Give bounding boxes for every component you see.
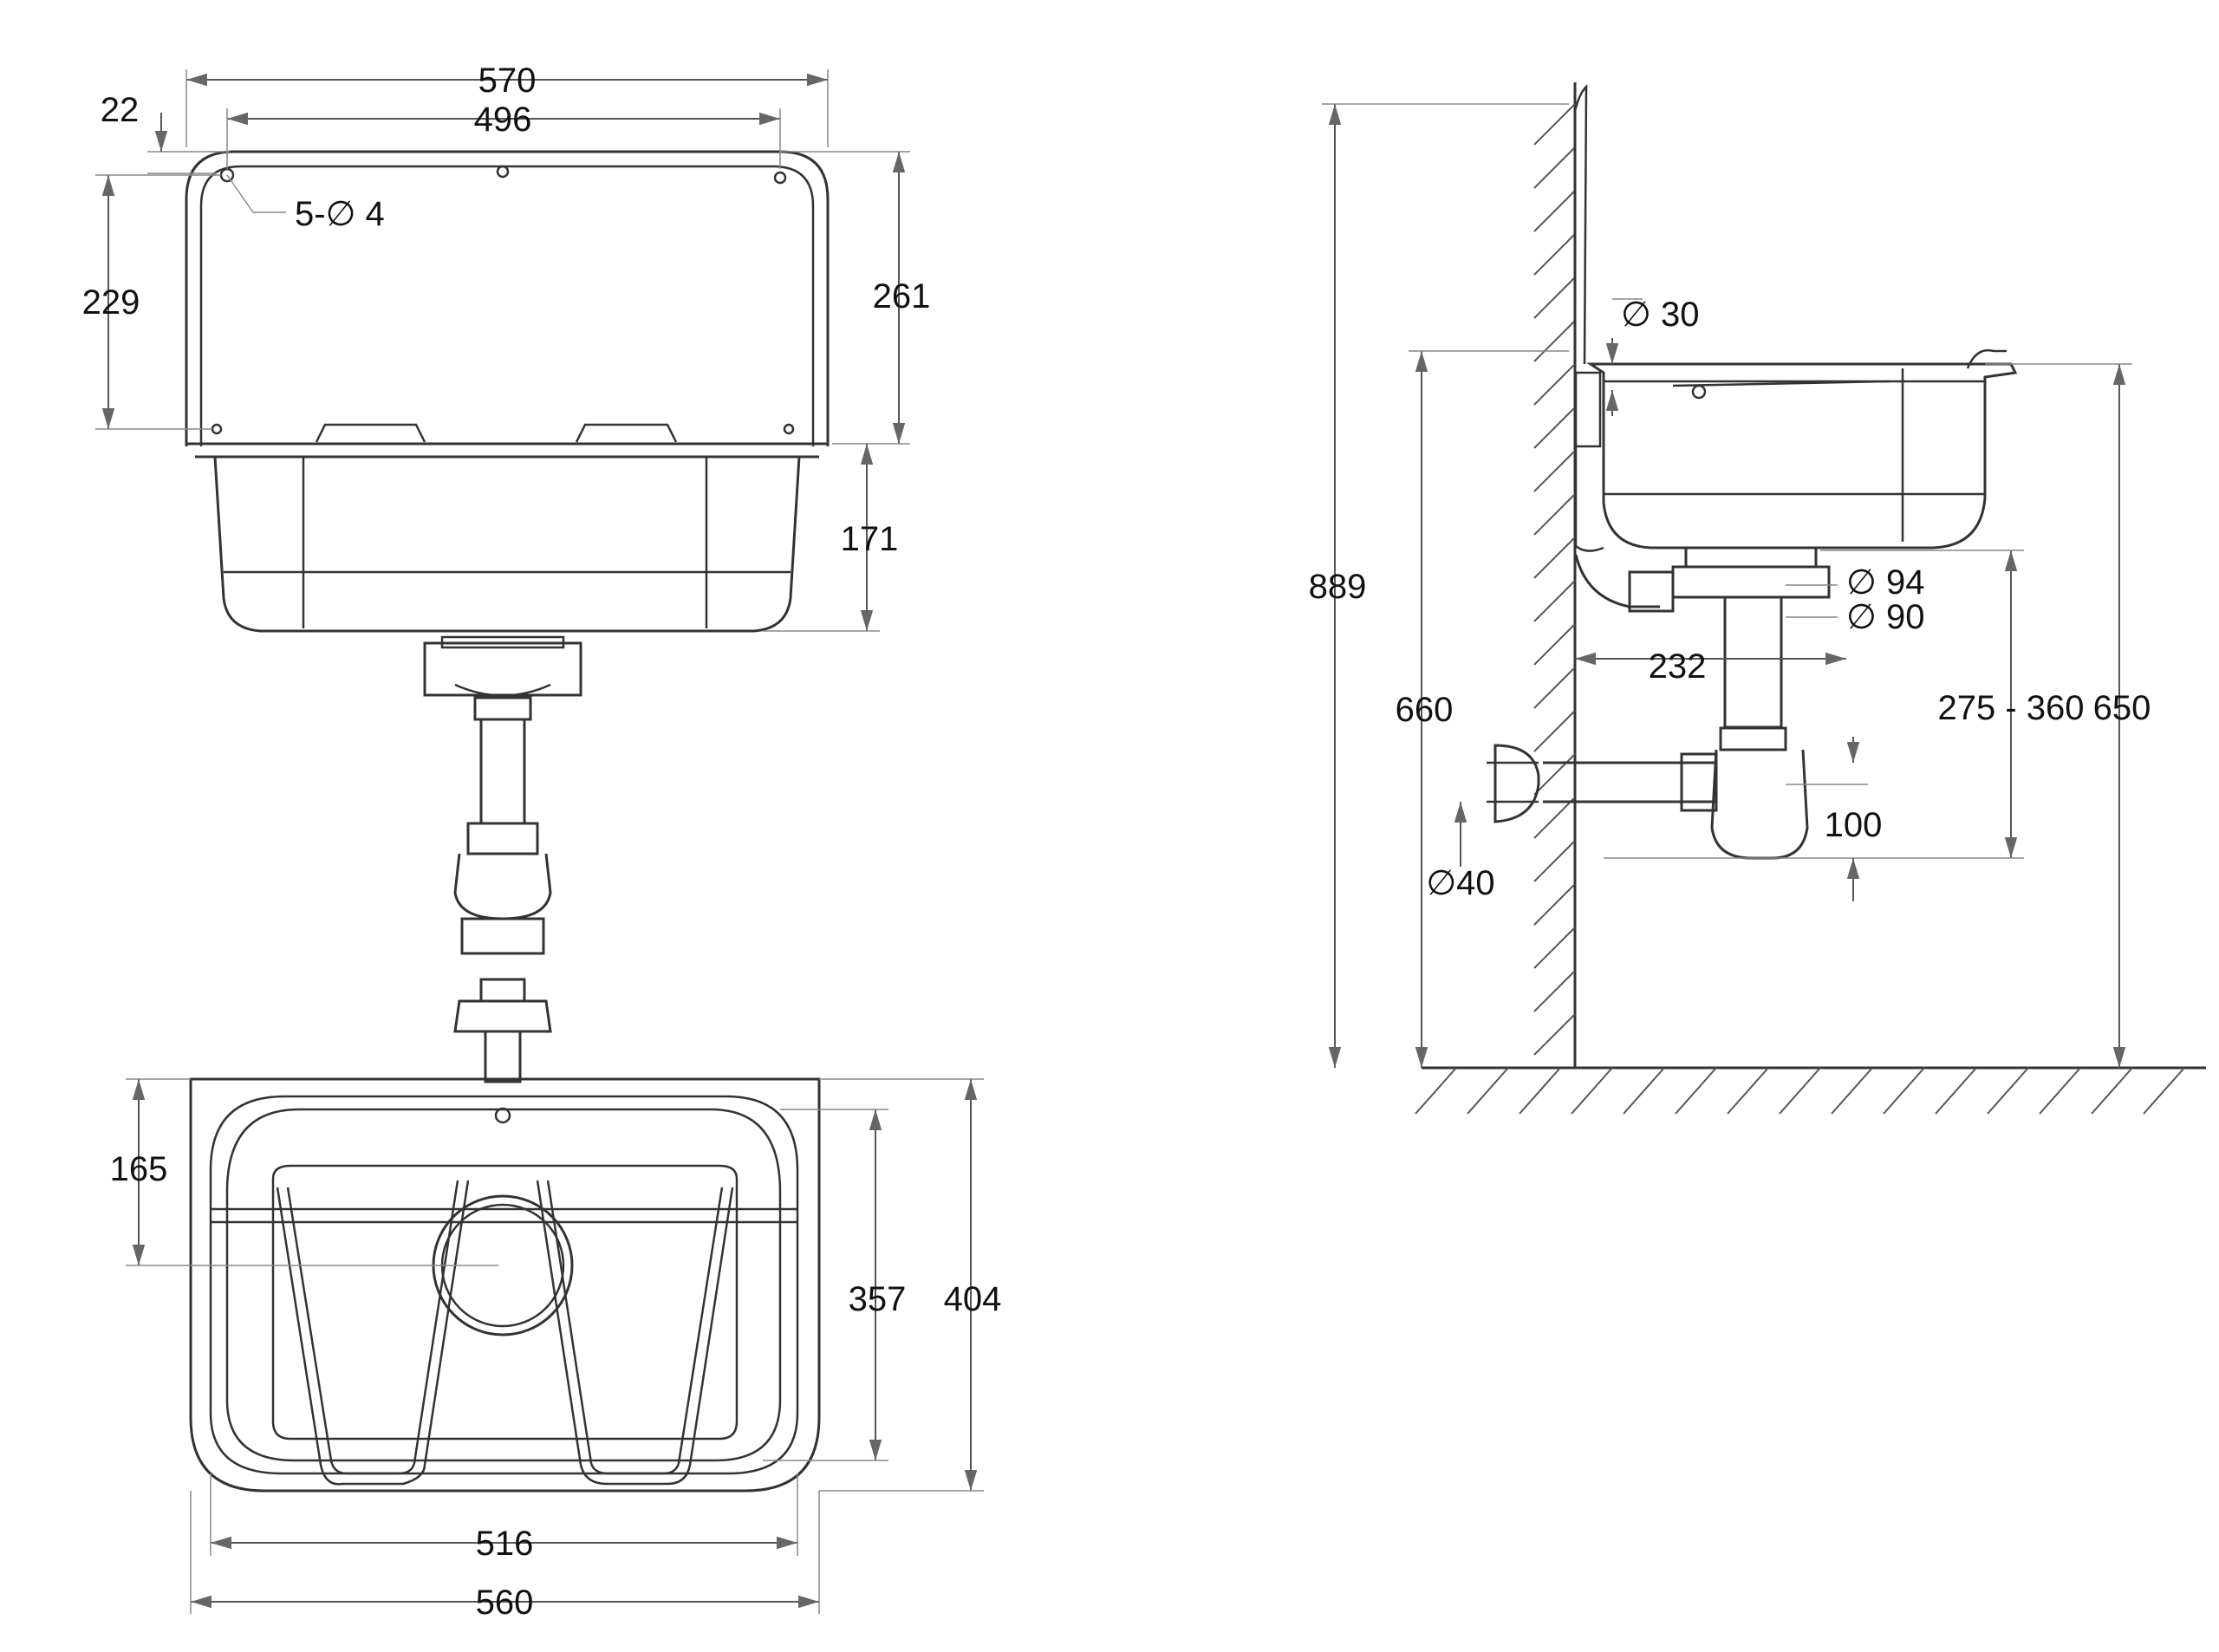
dim-275-360: 275 - 360 bbox=[1937, 689, 2084, 727]
dim-100: 100 bbox=[1825, 806, 1883, 844]
front-view: 570 496 22 5-∅ 4 229 261 171 bbox=[82, 62, 931, 1083]
side-view: 889 ∅ 30 660 ∅ 94 ∅ 90 232 275 - 360 650… bbox=[1309, 82, 2206, 1115]
dim-496: 496 bbox=[474, 101, 532, 139]
dim-560: 560 bbox=[476, 1584, 534, 1622]
dim-dia-90: ∅ 90 bbox=[1846, 598, 1924, 636]
dim-357: 357 bbox=[849, 1280, 907, 1318]
dim-516: 516 bbox=[476, 1525, 534, 1563]
dim-5-dia-4: 5-∅ 4 bbox=[295, 195, 385, 233]
dim-650: 650 bbox=[2093, 689, 2151, 727]
dim-171: 171 bbox=[841, 520, 899, 558]
dim-dia-30: ∅ 30 bbox=[1621, 296, 1699, 334]
dim-404: 404 bbox=[944, 1280, 1002, 1318]
dim-570: 570 bbox=[478, 62, 537, 100]
plan-view: 165 357 404 516 560 bbox=[110, 1077, 1002, 1622]
dim-229: 229 bbox=[82, 283, 140, 322]
dim-889: 889 bbox=[1309, 568, 1367, 606]
dim-232: 232 bbox=[1649, 647, 1707, 686]
dim-165: 165 bbox=[110, 1150, 168, 1188]
dim-660: 660 bbox=[1396, 691, 1454, 729]
wall-hatch bbox=[1533, 103, 1576, 1056]
dim-dia-40: ∅40 bbox=[1426, 864, 1494, 902]
floor-hatch bbox=[1415, 1067, 2185, 1115]
dim-22: 22 bbox=[101, 91, 140, 129]
dim-261: 261 bbox=[873, 277, 931, 315]
dim-dia-94: ∅ 94 bbox=[1846, 563, 1924, 602]
